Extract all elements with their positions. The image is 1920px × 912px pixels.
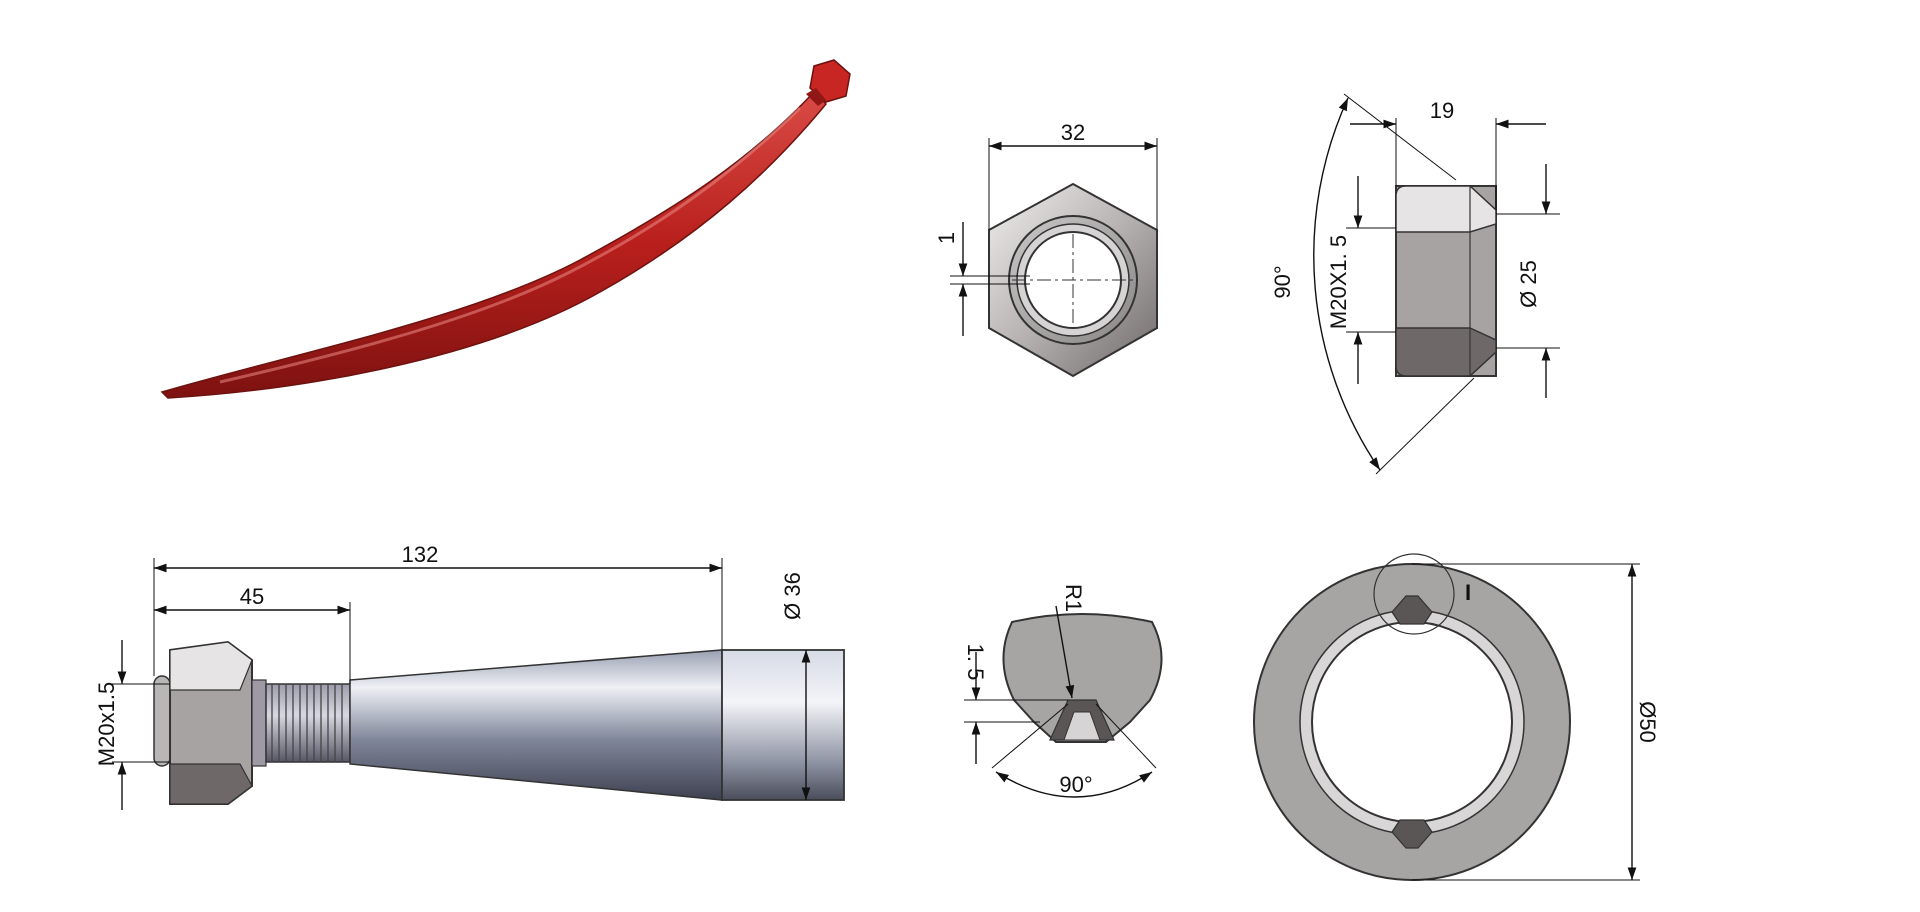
bolt-hex-bottom-face — [169, 763, 253, 805]
bolt-neck — [251, 679, 267, 767]
nut-thread-label: M20X1. 5 — [1326, 235, 1351, 329]
bolt-thread-label: M20x1.5 — [94, 682, 119, 766]
nut-angle-label: 90° — [1270, 265, 1295, 298]
washer-bore — [1311, 621, 1513, 823]
tine-hex-end — [809, 59, 851, 103]
bolt-hex-top-face — [169, 641, 253, 691]
bolt-diameter-label: Ø 36 — [780, 572, 805, 620]
detail-radius-leader — [1055, 605, 1075, 699]
detail-section — [1002, 613, 1163, 743]
bolt-flange — [153, 675, 171, 767]
bolt-thread-lines — [271, 684, 343, 762]
bolt-view: 132 45 Ø 36 M20x1.5 — [94, 542, 845, 810]
washer-diameter-label: Ø50 — [1635, 701, 1660, 743]
detail-radius-label: R1 — [1061, 584, 1086, 612]
tine-highlight — [219, 106, 802, 384]
washer-bottom-key — [1391, 819, 1433, 849]
tine-neck — [806, 88, 826, 106]
bolt-cone — [349, 649, 723, 801]
detail-angle-label: 90° — [1059, 772, 1092, 797]
washer-top-key — [1391, 595, 1433, 625]
bolt-length-label: 132 — [402, 542, 439, 567]
bolt-thread-length-label: 45 — [240, 584, 264, 609]
washer-view: I Ø50 — [1253, 553, 1660, 881]
bolt-thread — [265, 683, 351, 763]
detail-groove-inner — [1063, 711, 1101, 741]
nut-front-view: 32 1 — [934, 120, 1158, 378]
nut-width-label: 32 — [1061, 120, 1085, 145]
nut-gap-label: 1 — [934, 232, 959, 244]
washer-mark-label: I — [1465, 580, 1471, 605]
nut-angle-ext-bottom — [1375, 377, 1475, 475]
bolt-cylinder — [721, 649, 845, 801]
nut-side-top-face — [1395, 185, 1497, 233]
detail-angle-ext-right — [1095, 703, 1157, 769]
nut-height-label: 19 — [1430, 98, 1454, 123]
tine-photo — [160, 59, 851, 399]
nut-diameter-label: Ø 25 — [1516, 260, 1541, 308]
nut-side-view: 19 90° M20X1. 5 Ø 25 — [1270, 93, 1560, 475]
nut-angle-ext-top — [1343, 93, 1457, 181]
detail-depth-label: 1. 5 — [963, 644, 988, 681]
tine-body — [160, 90, 828, 399]
groove-detail-view: R1 1. 5 90° — [963, 584, 1163, 798]
detail-angle-arc — [995, 771, 1153, 798]
nut-angle-arc — [1313, 97, 1381, 471]
detail-angle-ext-left — [991, 703, 1069, 769]
washer-detail-callout — [1373, 553, 1455, 635]
